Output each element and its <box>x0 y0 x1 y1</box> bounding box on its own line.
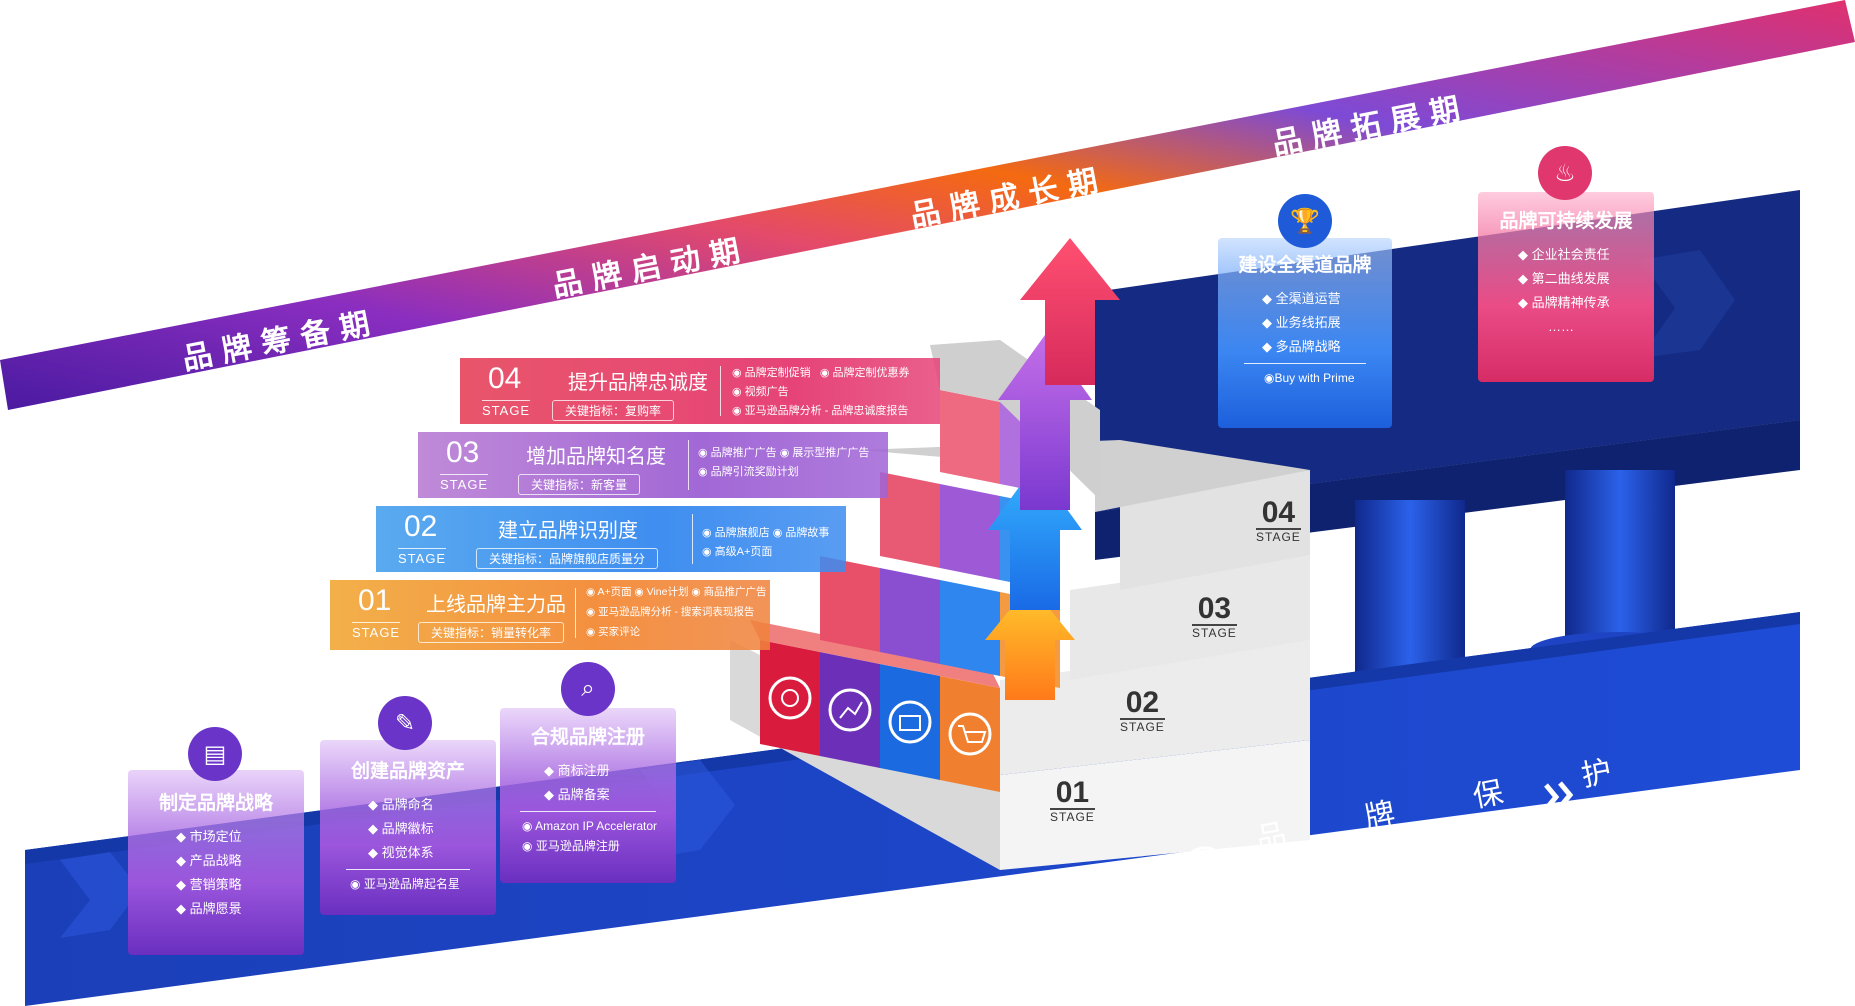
stage-title: 增加品牌知名度 <box>526 446 666 468</box>
stage-number: 02 <box>404 510 438 543</box>
list-item: ◆ 多品牌战略 <box>1262 339 1341 354</box>
card-title: 制定品牌战略 <box>158 793 273 814</box>
shopping-cart-icon <box>948 712 992 756</box>
stage-tag: STAGE <box>398 548 447 566</box>
list-item: ◆ 市场定位 <box>176 829 242 844</box>
stage-banner-03: 03 STAGE 增加品牌知名度 关键指标：新客量 ◉ 品牌推广广告 ◉ 展示型… <box>418 432 888 498</box>
arrow-up-4-icon <box>1020 238 1120 385</box>
shield-check-icon <box>1181 846 1229 894</box>
list-item: ◆ 品牌精神传承 <box>1518 295 1610 310</box>
stage-tag: STAGE <box>352 622 401 640</box>
stage-number: 03 <box>446 436 480 469</box>
torch-icon: ♨ <box>1538 146 1592 200</box>
stage-number: 01 <box>358 584 392 617</box>
card-extra: ◉ Amazon IP Accelerator <box>522 819 657 833</box>
list-item: ◉ 高级A+页面 <box>702 546 773 558</box>
list-item: ◆ 第二曲线发展 <box>1518 271 1610 286</box>
stage-title: 提升品牌忠诚度 <box>568 372 708 394</box>
stage-kpi: 关键指标：新客量 <box>518 474 641 495</box>
strategy-doc-icon: ▤ <box>188 727 242 781</box>
stage-kpi: 关键指标：销量转化率 <box>418 622 565 643</box>
double-chevron-right-icon <box>1544 781 1574 811</box>
card-omnichannel-brand: 建设全渠道品牌 ◆ 全渠道运营 ◆ 业务线拓展 ◆ 多品牌战略 ◉Buy wit… <box>1218 238 1392 428</box>
list-item: ◆ 商标注册 <box>544 763 610 778</box>
list-item: ◆ 产品战略 <box>176 853 242 868</box>
card-sustainable-development: 品牌可持续发展 ◆ 企业社会责任 ◆ 第二曲线发展 ◆ 品牌精神传承 …… <box>1478 192 1654 382</box>
stage-number: 04 <box>488 362 522 395</box>
list-item: ◉ 买家评论 <box>586 626 641 638</box>
stage-kpi: 关键指标：复购率 <box>552 400 675 421</box>
list-item: ◉ 品牌旗舰店 ◉ 品牌故事 <box>702 527 830 539</box>
card-extra: ◉ 亚马逊品牌起名星 <box>350 877 460 891</box>
pen-icon: ✎ <box>378 696 432 750</box>
phase-ribbon <box>0 0 1855 410</box>
stage-kpi: 关键指标：品牌旗舰店质量分 <box>476 548 659 569</box>
card-extra: ◉Buy with Prime <box>1264 371 1355 385</box>
stage-banner-02: 02 STAGE 建立品牌识别度 关键指标：品牌旗舰店质量分 ◉ 品牌旗舰店 ◉… <box>376 506 846 572</box>
list-item: ◆ 视觉体系 <box>368 845 434 860</box>
stage-tag: STAGE <box>440 474 489 492</box>
list-item: ◉ 品牌推广广告 ◉ 展示型推广广告 <box>698 447 870 459</box>
list-item: ◆ 全渠道运营 <box>1262 291 1341 306</box>
arrow-up-1-icon <box>985 585 1075 700</box>
card-brand-strategy: 制定品牌战略 ◆ 市场定位 ◆ 产品战略 ◆ 营销策略 ◆ 品牌愿景 <box>128 770 304 955</box>
list-item: ◉ 亚马逊品牌分析 - 搜索词表现报告 <box>586 606 755 618</box>
card-title: 建设全渠道品牌 <box>1238 255 1372 276</box>
card-title: 创建品牌资产 <box>350 761 465 782</box>
card-title: 合规品牌注册 <box>530 727 645 748</box>
list-item: ◉ 品牌定制促销 ◉ 品牌定制优惠券 <box>732 367 910 379</box>
list-item: ◆ 业务线拓展 <box>1262 315 1341 330</box>
list-item: ◆ 品牌徽标 <box>368 821 434 836</box>
stage-banner-04: 04 STAGE 提升品牌忠诚度 关键指标：复购率 ◉ 品牌定制促销 ◉ 品牌定… <box>460 358 940 424</box>
list-item: ◉ 品牌引流奖励计划 <box>698 466 799 478</box>
list-item: ◆ 品牌命名 <box>368 797 434 812</box>
list-item: ◉ 亚马逊品牌分析 - 品牌忠诚度报告 <box>732 405 909 417</box>
card-extra: ◉ 亚马逊品牌注册 <box>522 839 620 853</box>
card-brand-assets: 创建品牌资产 ◆ 品牌命名 ◆ 品牌徽标 ◆ 视觉体系 ◉ 亚马逊品牌起名星 <box>320 740 496 915</box>
document-search-icon: ⌕ <box>561 662 615 716</box>
list-item: ◉ 视频广告 <box>732 386 789 398</box>
list-item: ◆ 品牌备案 <box>544 787 610 802</box>
stage-banner-01: 01 STAGE 上线品牌主力品 关键指标：销量转化率 ◉ A+页面 ◉ Vin… <box>330 580 770 650</box>
list-item: ◉ A+页面 ◉ Vine计划 ◉ 商品推广广告 <box>586 586 767 598</box>
list-item: ◆ 品牌愿景 <box>176 901 242 916</box>
image-chart-icon <box>828 688 872 732</box>
list-item: …… <box>1548 319 1574 334</box>
list-item: ◆ 企业社会责任 <box>1518 247 1610 262</box>
stage-title: 上线品牌主力品 <box>426 594 566 616</box>
stage-tag: STAGE <box>482 400 531 418</box>
storefront-icon <box>888 700 932 744</box>
list-item: ◆ 营销策略 <box>176 877 242 892</box>
card-brand-registration: 合规品牌注册 ◆ 商标注册 ◆ 品牌备案 ◉ Amazon IP Acceler… <box>500 708 676 883</box>
trophy-icon: 🏆 <box>1278 194 1332 248</box>
stairs <box>730 340 1310 870</box>
target-icon <box>768 676 812 720</box>
card-title: 品牌可持续发展 <box>1499 211 1633 232</box>
stage-title: 建立品牌识别度 <box>498 520 638 542</box>
